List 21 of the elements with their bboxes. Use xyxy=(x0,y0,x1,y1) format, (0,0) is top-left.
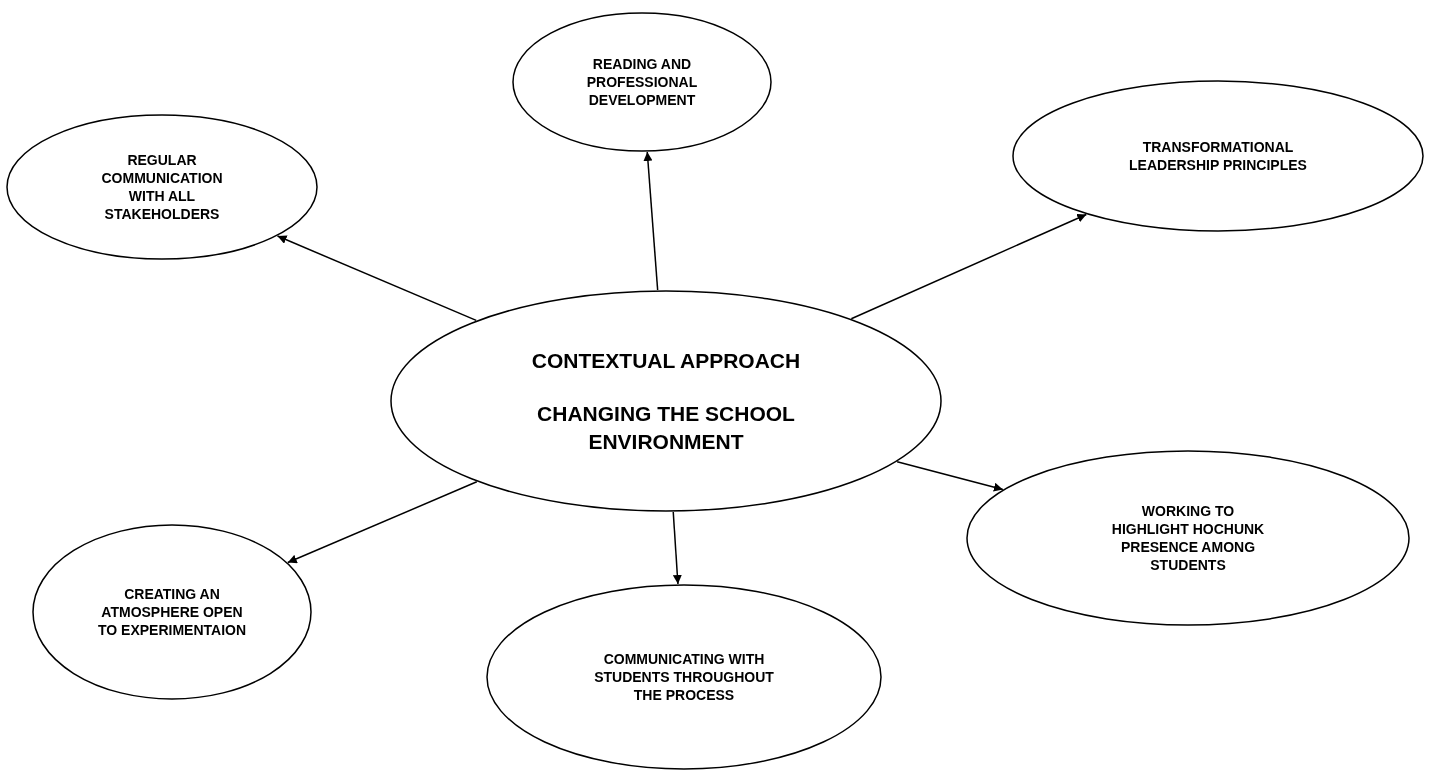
topic-ellipse xyxy=(1012,80,1424,232)
central-ellipse xyxy=(390,290,942,512)
topic-ellipse xyxy=(512,12,772,152)
topic-label: REGULAR COMMUNICATION WITH ALL STAKEHOLDERS xyxy=(100,150,224,224)
arrow xyxy=(287,481,478,564)
arrow xyxy=(672,511,682,585)
diagram-subheading: CHANGING THE SCHOOL ENVIRONMENT xyxy=(536,401,796,455)
arrow xyxy=(643,151,659,291)
topic-label: TRANSFORMATIONAL LEADERSHIP PRINCIPLES xyxy=(1128,137,1308,175)
arrow xyxy=(276,235,477,322)
topic-ellipse xyxy=(32,524,312,700)
diagram-heading: CONTEXTUAL APPROACH xyxy=(530,348,802,375)
arrow xyxy=(850,213,1088,320)
topic-label: WORKING TO HIGHLIGHT HOCHUNK PRESENCE AMONG STUDENTS xyxy=(1110,501,1266,575)
topic-label: CREATING AN ATMOSPHERE OPEN TO EXPERIMENTAION xyxy=(97,584,247,640)
topic-ellipse xyxy=(6,114,318,260)
arrow xyxy=(896,460,1004,492)
topic-ellipse xyxy=(966,450,1410,626)
topic-label: READING AND PROFESSIONAL DEVELOPMENT xyxy=(585,54,699,110)
topic-label: COMMUNICATING WITH STUDENTS THROUGHOUT THE PROCESS xyxy=(594,649,774,705)
topic-ellipse xyxy=(486,584,882,770)
